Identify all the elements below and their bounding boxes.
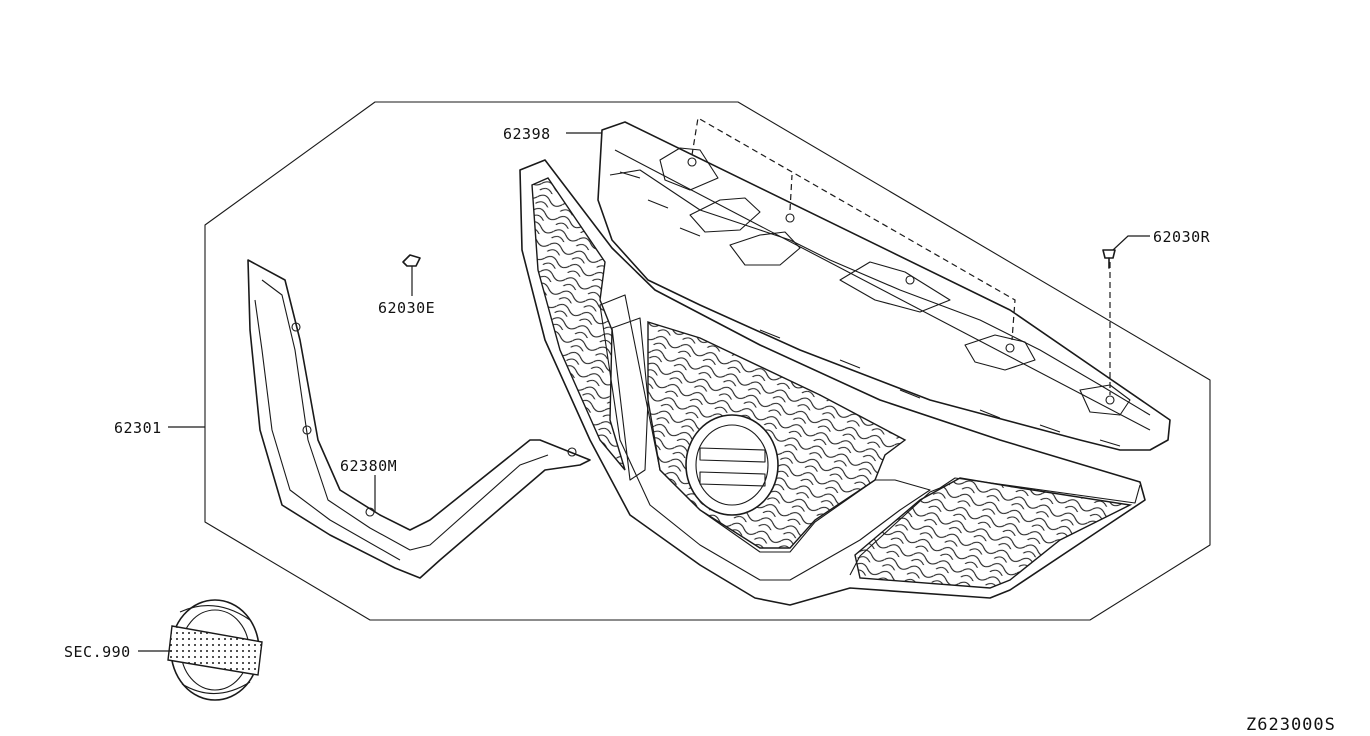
label-62030r: 62030R (1153, 228, 1211, 246)
upper-bracket (597, 121, 1171, 451)
leader-62030r (1112, 235, 1150, 251)
label-62380m: 62380M (340, 457, 397, 475)
label-62398: 62398 (503, 125, 551, 143)
chrome-molding (247, 259, 591, 579)
clip-62030e (402, 254, 421, 267)
clip-62030r (1102, 249, 1116, 269)
label-62301: 62301 (114, 419, 162, 437)
label-62030e: 62030E (378, 299, 435, 317)
diagram-reference-code: Z623000S (1246, 715, 1336, 735)
label-sec990: SEC.990 (64, 643, 131, 661)
grille-emblem-mount (685, 414, 779, 516)
mount-line-1 (691, 117, 1016, 341)
emblem-part (167, 599, 263, 701)
mount-line-2 (789, 174, 793, 211)
assembly-outline (204, 101, 1211, 621)
front-grille (519, 159, 1146, 606)
